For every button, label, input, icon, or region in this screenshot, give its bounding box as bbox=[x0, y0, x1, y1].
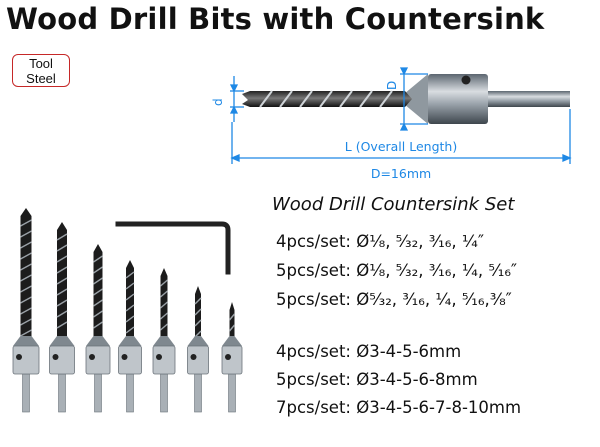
bit-flute-highlight bbox=[20, 318, 32, 326]
bit-flute bbox=[20, 208, 32, 336]
bit-flute-highlight bbox=[93, 288, 103, 296]
countersink-cone bbox=[398, 74, 428, 124]
page-title: Wood Drill Bits with Countersink bbox=[6, 2, 545, 36]
bit-flute-highlight bbox=[93, 321, 103, 329]
bit-flute-highlight bbox=[93, 310, 103, 318]
bit-countersink-cone bbox=[222, 336, 242, 346]
flute-spirals bbox=[259, 90, 393, 108]
bit-flute-highlight bbox=[125, 293, 135, 301]
bit-countersink-cone bbox=[118, 336, 142, 346]
bit-collar bbox=[118, 345, 142, 375]
bit-shank bbox=[194, 373, 202, 413]
bit-flute bbox=[126, 260, 134, 336]
bit-collar bbox=[152, 345, 176, 375]
bit-shank bbox=[126, 373, 134, 413]
bit-set-screw bbox=[52, 354, 59, 360]
set-screw-hole bbox=[461, 75, 471, 85]
drill-bits bbox=[12, 208, 243, 413]
bit-flute-highlight bbox=[194, 319, 202, 327]
bit-flute-highlight bbox=[125, 271, 135, 279]
bit-flute-highlight bbox=[20, 230, 32, 238]
badge-line-2: Steel bbox=[26, 70, 56, 86]
spec-line: 5pcs/set: Ø¹⁄₈, ⁵⁄₃₂, ³⁄₁₆, ¹⁄₄, ⁵⁄₁₆″ bbox=[276, 261, 518, 280]
bit-set-screw bbox=[16, 354, 22, 360]
bit-countersink-cone bbox=[13, 336, 39, 346]
bit-collar bbox=[85, 345, 111, 375]
bit-flute-highlight bbox=[20, 274, 32, 282]
bit-flute-highlight bbox=[20, 296, 32, 304]
bit-flute-highlight bbox=[56, 255, 68, 263]
bit-flute-highlight bbox=[93, 255, 103, 263]
hex-key bbox=[115, 221, 231, 275]
bit-flute-highlight bbox=[125, 282, 135, 290]
bit-flute-highlight bbox=[228, 324, 236, 332]
dimension-d-label: d bbox=[211, 98, 225, 106]
bit-countersink-cone bbox=[49, 336, 75, 346]
bit-shank bbox=[94, 373, 102, 413]
bit-countersink-cone bbox=[86, 336, 110, 346]
bit-flute-highlight bbox=[20, 263, 32, 271]
bit-shank bbox=[228, 373, 236, 413]
drill-set-photo bbox=[12, 208, 243, 413]
bit-set-screw bbox=[156, 354, 162, 360]
spec-line: 5pcs/set: Ø⁵⁄₃₂, ³⁄₁₆, ¹⁄₄, ⁵⁄₁₆,³⁄₈″ bbox=[276, 290, 512, 309]
dimension-diagram: d D L (Overall Length) D=16mm bbox=[211, 67, 572, 181]
bit-collar bbox=[187, 345, 209, 375]
bit-flute-highlight bbox=[93, 266, 103, 274]
bit-collar bbox=[221, 345, 243, 375]
bit-flute-highlight bbox=[194, 308, 202, 316]
bit-flute-highlight bbox=[160, 301, 168, 309]
dimension-D-label: D bbox=[385, 81, 399, 90]
set-title: Wood Drill Countersink Set bbox=[272, 194, 515, 215]
bit-set-screw bbox=[121, 354, 128, 360]
bit-flute-highlight bbox=[56, 299, 68, 307]
bit-collar bbox=[12, 345, 40, 375]
tool-steel-badge: Tool Steel bbox=[12, 54, 70, 87]
bit-flute-highlight bbox=[20, 252, 32, 260]
bit-flute-highlight bbox=[56, 244, 68, 252]
shank bbox=[485, 91, 570, 107]
bit-set-screw bbox=[89, 354, 95, 360]
bit-flute-highlight bbox=[93, 277, 103, 285]
spec-line: 7pcs/set: Ø3-4-5-6-7-8-10mm bbox=[276, 398, 522, 417]
bit-flute-highlight bbox=[160, 323, 168, 331]
spec-line: 5pcs/set: Ø3-4-5-6-8mm bbox=[276, 370, 478, 389]
bit-flute-highlight bbox=[160, 312, 168, 320]
bit-flute-highlight bbox=[20, 307, 32, 315]
bit-flute bbox=[57, 222, 67, 336]
bit-flute-highlight bbox=[20, 285, 32, 293]
bit-flute-highlight bbox=[194, 297, 202, 305]
spec-line: 4pcs/set: Ø3-4-5-6mm bbox=[276, 342, 462, 361]
bit-collar bbox=[49, 345, 75, 375]
bit-flute-highlight bbox=[160, 279, 168, 287]
bit-flute-highlight bbox=[125, 304, 135, 312]
bit-flute-highlight bbox=[160, 290, 168, 298]
bit-shank bbox=[58, 373, 66, 413]
bit-shank bbox=[160, 373, 168, 413]
overall-length-label: L (Overall Length) bbox=[345, 139, 457, 154]
bit-flute-highlight bbox=[56, 277, 68, 285]
bit-shank bbox=[22, 373, 30, 413]
bit-flute-highlight bbox=[56, 321, 68, 329]
bit-set-screw bbox=[225, 354, 231, 360]
bit-flute-highlight bbox=[93, 299, 103, 307]
collar-diameter-value: D=16mm bbox=[371, 166, 431, 181]
countersink-collar bbox=[428, 74, 488, 124]
bit-flute-highlight bbox=[228, 313, 236, 321]
bit-flute-highlight bbox=[56, 288, 68, 296]
bit-countersink-cone bbox=[153, 336, 175, 346]
bit-set-screw bbox=[190, 354, 197, 360]
bit-flute-highlight bbox=[125, 326, 135, 334]
bit-flute-highlight bbox=[125, 315, 135, 323]
bit-flute-highlight bbox=[56, 310, 68, 318]
bit-flute-highlight bbox=[56, 233, 68, 241]
bit-countersink-cone bbox=[187, 336, 209, 346]
badge-line-1: Tool bbox=[29, 55, 53, 71]
bit-flute-highlight bbox=[20, 241, 32, 249]
bit-flute bbox=[195, 286, 201, 336]
bit-flute-highlight bbox=[20, 329, 32, 337]
bit-flute-highlight bbox=[56, 266, 68, 274]
spec-line: 4pcs/set: Ø¹⁄₈, ⁵⁄₃₂, ³⁄₁₆, ¹⁄₄″ bbox=[276, 232, 485, 251]
bit-flute-highlight bbox=[20, 219, 32, 227]
